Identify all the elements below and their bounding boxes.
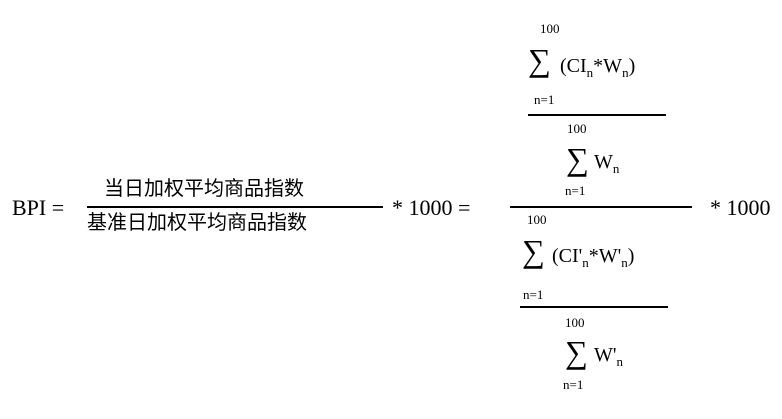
bottom-num-upper-limit: 100 (527, 212, 547, 227)
top-den-expression: Wn (594, 151, 620, 176)
top-den-upper-limit: 100 (567, 121, 587, 136)
top-inner-fraction-bar (528, 114, 666, 116)
bottom-inner-fraction-bar (520, 306, 668, 308)
bottom-den-lower-limit: n=1 (563, 377, 584, 392)
bottom-den-upper-limit: 100 (565, 315, 585, 330)
left-numerator: 当日加权平均商品指数 (104, 176, 304, 200)
lhs-label: BPI = (12, 195, 65, 220)
top-num-sigma: ∑ (528, 42, 551, 78)
top-num-lower-limit: n=1 (534, 92, 555, 107)
bottom-num-lower-limit: n=1 (523, 287, 544, 302)
bottom-num-sigma: ∑ (522, 233, 545, 269)
main-fraction-bar (510, 206, 692, 208)
bottom-den-expression: W'n (594, 344, 623, 369)
top-den-sigma: ∑ (566, 141, 589, 177)
bottom-den-sigma: ∑ (565, 334, 588, 370)
times-1000-final: * 1000 (710, 195, 771, 220)
left-fraction-bar (87, 206, 383, 208)
bottom-num-expression: (CI'n*W'n) (552, 245, 635, 270)
top-num-upper-limit: 100 (540, 21, 560, 36)
left-denominator: 基准日加权平均商品指数 (87, 210, 307, 234)
times-1000-equals: * 1000 = (392, 195, 471, 220)
top-num-expression: (CIn*Wn) (560, 55, 636, 80)
top-den-lower-limit: n=1 (565, 183, 586, 198)
